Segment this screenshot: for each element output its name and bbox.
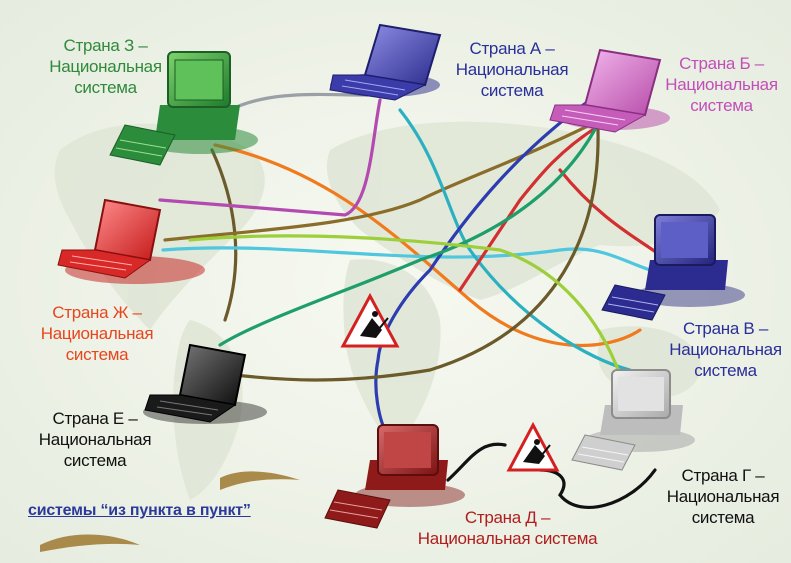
link-zh-a	[158, 98, 382, 217]
computer-icon	[109, 51, 258, 166]
label-country-b-line2: Национальная	[665, 75, 778, 94]
label-country-zh: Страна Ж – Национальная система	[22, 302, 172, 365]
road-works-sign-icon	[340, 292, 400, 348]
connections	[158, 92, 662, 510]
label-country-v: Страна В – Национальная система	[660, 318, 791, 381]
computer-icon	[571, 369, 695, 471]
link-b-v	[558, 168, 662, 257]
label-country-b-title: Страна Б –	[679, 54, 764, 73]
label-country-g: Страна Г – Национальная система	[655, 465, 791, 528]
label-country-z: Страна З – Национальная система	[28, 35, 183, 98]
label-country-d: Страна Д – Национальная система	[395, 507, 620, 549]
label-country-zh-line2: Национальная	[40, 324, 154, 343]
label-country-a-line2: Национальная	[455, 60, 569, 79]
link-d-g	[538, 468, 657, 510]
computer-icon	[601, 214, 745, 321]
link-z-e	[210, 148, 238, 322]
decorative-swoosh	[220, 471, 300, 490]
label-country-g-line2: Национальная	[666, 487, 780, 506]
label-country-v-line3: система	[694, 361, 757, 380]
label-country-e-title: Страна Е –	[52, 409, 138, 428]
label-country-a-line3: система	[480, 81, 544, 100]
laptop-icon	[143, 343, 267, 424]
label-country-z-title: Страна З –	[63, 36, 148, 55]
label-country-b: Страна Б – Национальная система	[652, 53, 791, 116]
link-d-sign	[446, 442, 507, 482]
link-b-e2	[233, 128, 600, 382]
link-a-g	[398, 108, 632, 372]
label-country-v-line2: Национальная	[669, 340, 782, 359]
label-country-a-title: Страна А –	[469, 39, 555, 58]
link-b-e	[218, 118, 602, 347]
label-country-z-line3: система	[74, 78, 137, 97]
laptop-icon	[57, 198, 205, 284]
label-country-e: Страна Е – Национальная система	[20, 408, 170, 471]
label-country-z-line2: Национальная	[49, 57, 162, 76]
laptop-icon	[329, 23, 442, 101]
laptop-icon	[549, 48, 670, 133]
link-z-v	[213, 143, 642, 347]
label-country-g-line3: система	[691, 508, 755, 527]
label-country-a: Страна А – Национальная система	[437, 38, 587, 101]
label-country-zh-line3: система	[65, 345, 129, 364]
link-b-d	[374, 98, 592, 432]
label-country-d-line2: Национальная система	[417, 529, 598, 548]
link-zh-v	[161, 246, 652, 272]
link-b-red	[458, 123, 602, 292]
computer-icon	[324, 424, 465, 529]
label-country-d-title: Страна Д –	[464, 508, 551, 527]
label-country-e-line3: система	[63, 451, 127, 470]
decorative-swoosh	[40, 534, 140, 552]
label-country-g-title: Страна Г –	[681, 466, 765, 485]
link-z-a	[228, 92, 370, 112]
label-country-zh-title: Страна Ж –	[52, 303, 142, 322]
label-country-v-title: Страна В –	[682, 319, 769, 338]
label-country-e-line2: Национальная	[38, 430, 152, 449]
point-to-point-note: системы “из пункта в пункт”	[28, 502, 251, 519]
link-zh-g	[188, 234, 622, 377]
road-works-sign-icon	[506, 421, 560, 472]
label-country-b-line3: система	[690, 96, 753, 115]
